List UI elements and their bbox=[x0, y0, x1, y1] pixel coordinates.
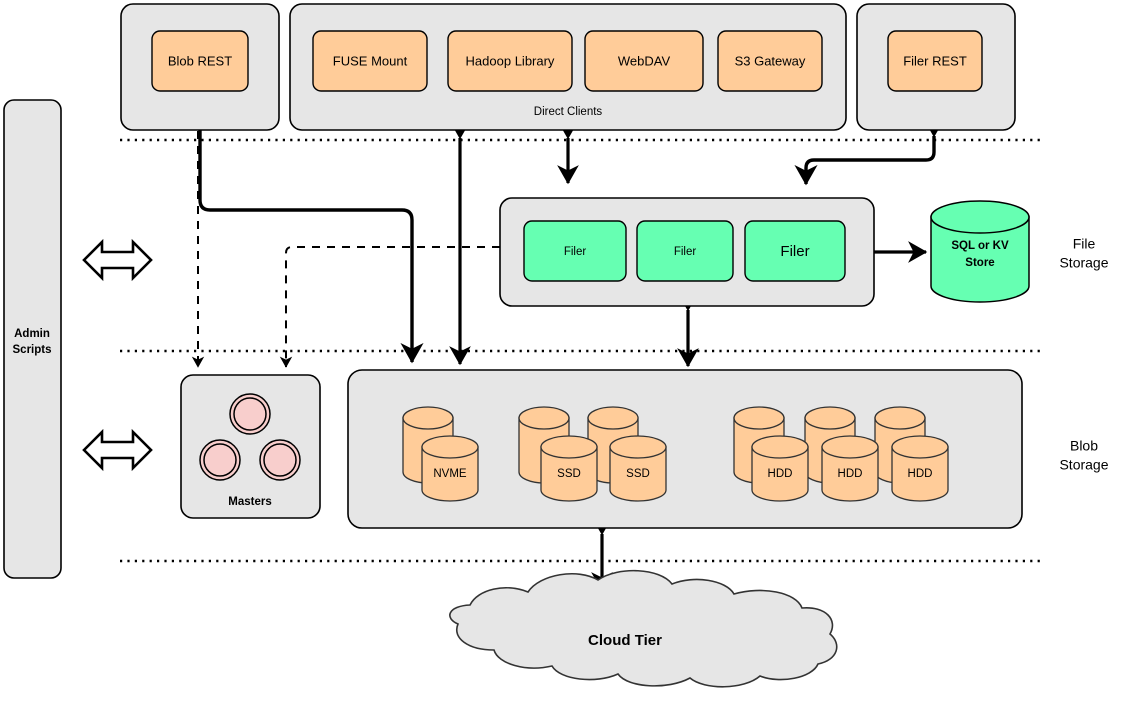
cloud-tier-group[interactable]: Cloud Tier bbox=[449, 569, 838, 688]
s3-gateway-label: S3 Gateway bbox=[735, 53, 806, 68]
admin-to-file-arrow-icon bbox=[82, 238, 153, 282]
filer-rest-node[interactable] bbox=[887, 30, 983, 92]
blob-rest-node[interactable] bbox=[151, 30, 249, 92]
s3-gateway-node[interactable] bbox=[717, 30, 823, 92]
admin-scripts-panel[interactable]: Admin Scripts bbox=[3, 99, 62, 579]
link-filer-rest-to-filer bbox=[794, 116, 946, 186]
hdd-label-1: HDD bbox=[768, 468, 793, 480]
file-storage-label-line1: File bbox=[1073, 236, 1096, 252]
admin-scripts-label-line2: Scripts bbox=[13, 344, 52, 356]
sql-kv-store-node[interactable]: SQL or KV Store bbox=[930, 200, 1030, 303]
masters-label: Masters bbox=[228, 496, 271, 508]
hdd-disk-group[interactable]: HDD HDD HDD bbox=[733, 406, 949, 502]
filer-node-2-label: Filer bbox=[674, 246, 697, 258]
hdd-label-2: HDD bbox=[838, 468, 863, 480]
webdav-node[interactable] bbox=[584, 30, 704, 92]
admin-scripts-box[interactable] bbox=[3, 99, 62, 579]
filer-node-3[interactable] bbox=[744, 220, 846, 282]
filer-tier-group[interactable]: Filer Filer Filer bbox=[499, 197, 875, 307]
blob-rest-label: Blob REST bbox=[168, 53, 232, 68]
blob-storage-label-line2: Storage bbox=[1059, 457, 1108, 473]
filer-rest-label: Filer REST bbox=[903, 53, 967, 68]
file-storage-side-label: File Storage bbox=[1059, 236, 1108, 271]
filer-node-2[interactable] bbox=[636, 220, 734, 282]
master-node-3-icon bbox=[259, 439, 301, 481]
fuse-mount-node[interactable] bbox=[312, 30, 428, 92]
filer-node-1[interactable] bbox=[523, 220, 627, 282]
filer-node-1-label: Filer bbox=[564, 246, 587, 258]
webdav-label: WebDAV bbox=[618, 53, 671, 68]
cloud-tier-label: Cloud Tier bbox=[588, 632, 662, 649]
admin-to-blob-arrow-icon bbox=[82, 428, 153, 472]
hadoop-library-node[interactable] bbox=[447, 30, 573, 92]
nvme-disk-group[interactable]: NVME bbox=[402, 406, 479, 502]
hadoop-library-label: Hadoop Library bbox=[466, 53, 555, 68]
master-node-2-icon bbox=[199, 439, 241, 481]
sql-kv-store-label-line1: SQL or KV bbox=[951, 240, 1009, 252]
filer-node-3-label: Filer bbox=[780, 243, 809, 260]
blob-storage-side-label: Blob Storage bbox=[1059, 438, 1108, 473]
direct-clients-group[interactable]: FUSE Mount Hadoop Library WebDAV S3 Gate… bbox=[289, 3, 847, 131]
hdd-label-3: HDD bbox=[908, 468, 933, 480]
admin-scripts-label-line1: Admin bbox=[14, 328, 50, 340]
ssd-label-2: SSD bbox=[626, 468, 650, 480]
masters-group[interactable]: Masters bbox=[180, 374, 321, 519]
fuse-mount-label: FUSE Mount bbox=[333, 53, 408, 68]
master-node-1-icon bbox=[229, 393, 271, 435]
direct-clients-caption: Direct Clients bbox=[534, 106, 603, 118]
ssd-label-1: SSD bbox=[557, 468, 581, 480]
sql-kv-store-label-line2: Store bbox=[965, 257, 994, 269]
blob-storage-label-line1: Blob bbox=[1070, 438, 1098, 454]
nvme-label: NVME bbox=[433, 468, 467, 480]
blob-rest-group[interactable]: Blob REST bbox=[120, 3, 280, 131]
link-blob-rest-to-blob-storage bbox=[198, 130, 424, 364]
masters-box[interactable] bbox=[180, 374, 321, 519]
link-filer-to-masters bbox=[279, 246, 500, 368]
ssd-disk-group[interactable]: SSD SSD bbox=[518, 406, 667, 502]
blob-storage-group[interactable]: NVME SSD SSD HDD bbox=[347, 369, 1023, 529]
file-storage-label-line2: Storage bbox=[1059, 255, 1108, 271]
cloud-shape[interactable] bbox=[449, 569, 838, 688]
filer-rest-group[interactable]: Filer REST bbox=[856, 3, 1016, 131]
